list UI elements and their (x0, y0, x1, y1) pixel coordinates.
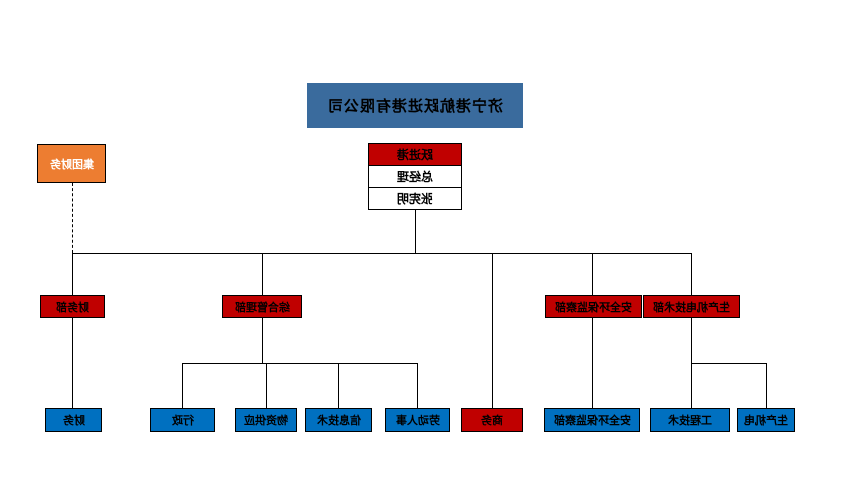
dept-box-production-technology: 生产机电技术部 (643, 295, 740, 318)
connector-main-horizontal (72, 253, 692, 254)
root-name-box: 张宪明 (368, 187, 462, 210)
team-box-labor-personnel: 劳动人事 (385, 408, 450, 432)
team-box-administration: 行政 (150, 408, 215, 432)
connector-line (182, 363, 183, 408)
connector-dashed-external (72, 183, 73, 253)
connector-line (72, 253, 73, 295)
connector-line (691, 318, 692, 363)
company-title-label: 济宁港航跃进港有限公司 (326, 98, 503, 115)
team-box-finance: 财务 (45, 408, 102, 432)
root-dept-label: 跃进港 (396, 148, 433, 162)
team-safety-supervision-label: 安全环保监察部 (553, 415, 631, 427)
connector-trunk (415, 210, 416, 253)
connector-line (691, 253, 692, 295)
team-information-technology-label: 信息技术 (316, 415, 361, 427)
root-name-label: 张宪明 (396, 192, 433, 206)
dept-general-management-label: 综合管理部 (234, 301, 290, 314)
dept-safety-supervision-label: 安全环保监察部 (555, 301, 632, 314)
connector-line (592, 253, 593, 295)
connector-branch-horizontal (691, 363, 767, 364)
dept-box-safety-supervision: 安全环保监察部 (545, 295, 642, 318)
team-box-commerce: 商务 (461, 408, 523, 432)
team-box-information-technology: 信息技术 (305, 408, 372, 432)
root-role-label: 总经理 (396, 170, 433, 184)
dept-box-general-management: 综合管理部 (222, 295, 302, 318)
connector-branch-horizontal (182, 363, 418, 364)
team-engineering-label: 工程技术 (668, 415, 712, 427)
company-title-box: 济宁港航跃进港有限公司 (307, 83, 523, 128)
team-administration-label: 行政 (171, 415, 194, 427)
dept-box-finance: 财务部 (40, 295, 105, 318)
root-dept-box: 跃进港 (368, 143, 462, 166)
connector-line (262, 318, 263, 363)
connector-line (766, 363, 767, 408)
team-box-production-mechanical: 生产机电 (737, 408, 795, 432)
connector-line (417, 363, 418, 408)
team-finance-label: 财务 (62, 415, 85, 427)
team-box-engineering: 工程技术 (650, 408, 730, 432)
dept-production-technology-label: 生产机电技术部 (653, 301, 730, 314)
connector-line (492, 253, 493, 408)
connector-line (691, 363, 692, 408)
team-production-mechanical-label: 生产机电 (744, 415, 788, 427)
external-group-finance-box: 集团财务 (37, 144, 106, 183)
dept-finance-label: 财务部 (56, 301, 89, 314)
connector-line (338, 363, 339, 408)
connector-line (72, 318, 73, 408)
team-labor-personnel-label: 劳动人事 (395, 415, 440, 427)
team-box-safety-supervision: 安全环保监察部 (544, 408, 640, 432)
team-box-material-supply: 物资供应 (235, 408, 297, 432)
connector-line (262, 253, 263, 295)
team-commerce-label: 商务 (481, 415, 503, 427)
connector-line (592, 318, 593, 408)
connector-line (266, 363, 267, 408)
team-material-supply-label: 物资供应 (244, 415, 288, 427)
external-group-finance-label: 集团财务 (49, 158, 94, 171)
root-role-box: 总经理 (368, 165, 462, 188)
